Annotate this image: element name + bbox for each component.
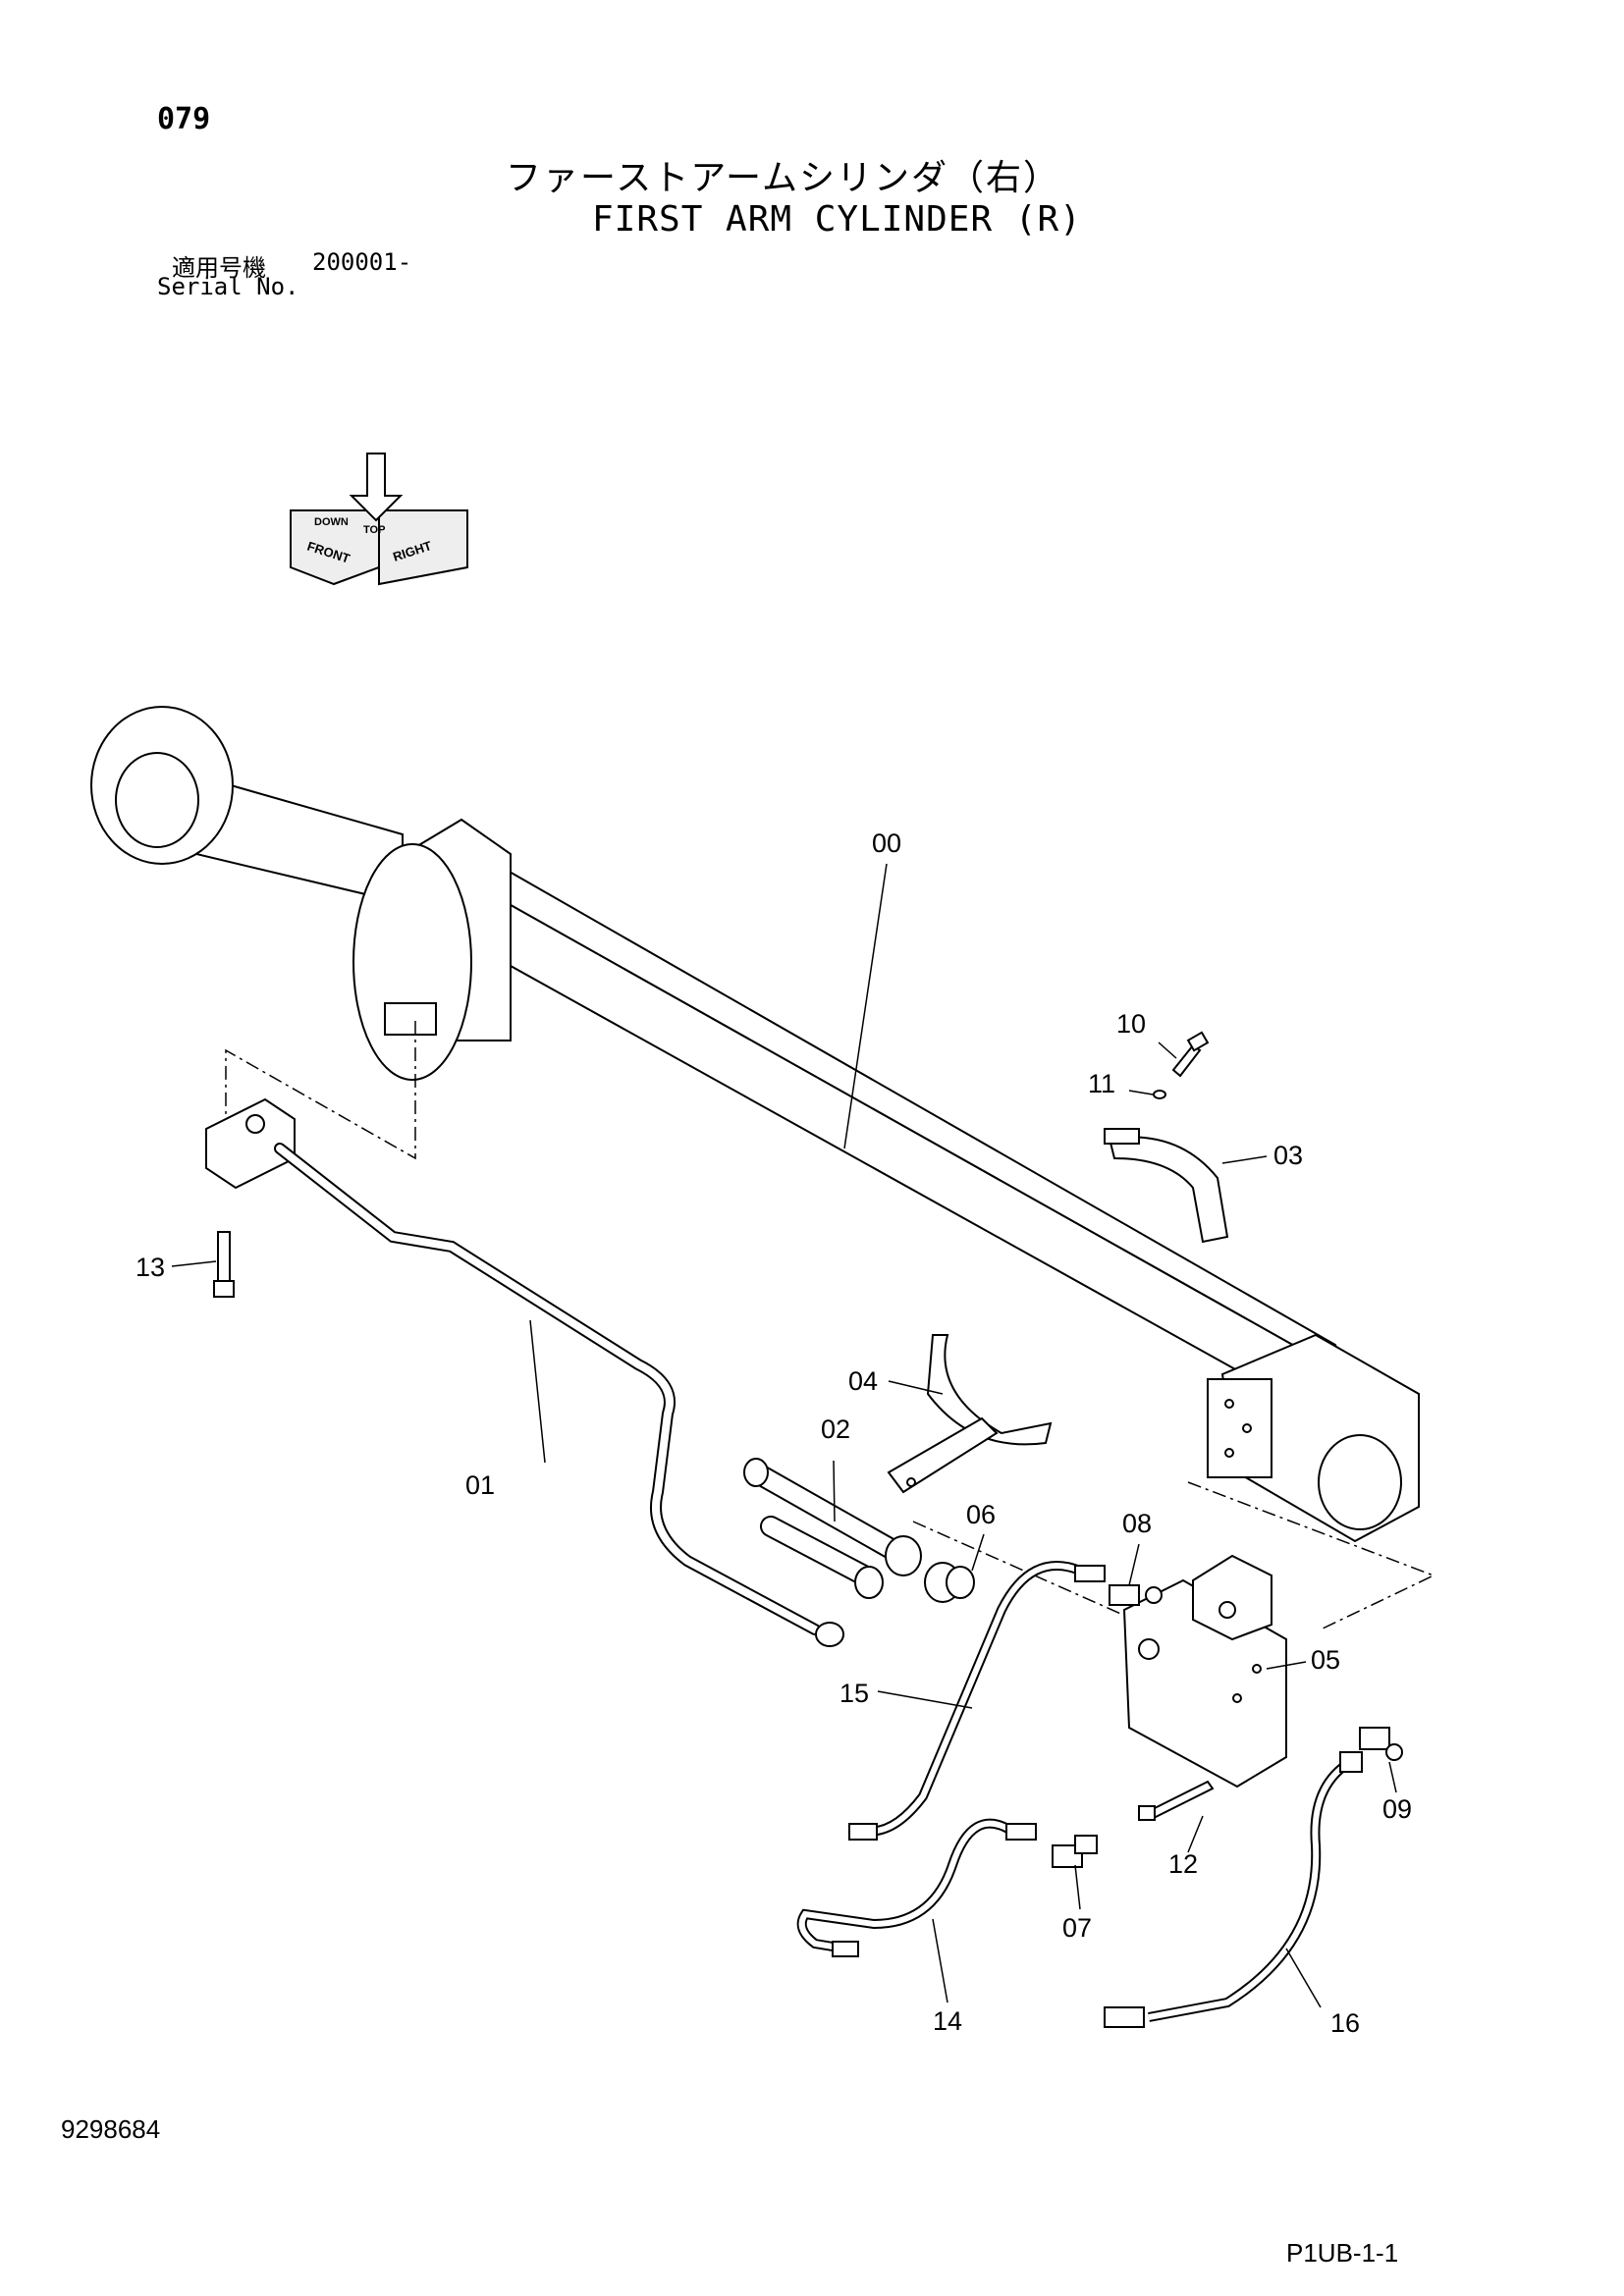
- washer-11: [1153, 1090, 1166, 1099]
- arrow-up-icon: [349, 453, 404, 522]
- pipe-body: [274, 1143, 821, 1635]
- bolt-13: [213, 1231, 235, 1298]
- bolt-10: [1171, 1031, 1210, 1078]
- band-03: [1104, 1128, 1229, 1244]
- fitting-08: [1109, 1584, 1163, 1606]
- callout-labels: 00 01 02 03 04 05 06 07 08 09 10 11 12 1…: [135, 828, 1412, 2038]
- mounting-hole: [1224, 1448, 1234, 1458]
- title-english: FIRST ARM CYLINDER (R): [592, 199, 1082, 240]
- orientation-label-down: DOWN: [314, 516, 349, 528]
- orientation-cube-right: [378, 509, 468, 586]
- hose-15: [848, 1561, 1106, 1841]
- page-number: 079: [157, 102, 211, 136]
- rod-eye-hole: [115, 752, 199, 848]
- callout-12: 12: [1168, 1849, 1198, 1879]
- valve-05: [1122, 1554, 1287, 1789]
- flange-port: [245, 1114, 265, 1134]
- hose-16: [1104, 1751, 1363, 2028]
- fitting-07: [1052, 1835, 1098, 1868]
- hose-14: [796, 1818, 1037, 1957]
- serial-label-english: Serial No.: [157, 273, 299, 300]
- title-japanese: ファーストアームシリンダ（右）: [506, 158, 1060, 198]
- cylinder-bottom-eye-hole: [1318, 1434, 1402, 1530]
- callout-09: 09: [1382, 1794, 1412, 1824]
- orientation-cube-left: [290, 509, 380, 586]
- cylinder-head-face: [352, 843, 472, 1081]
- document-number: 9298684: [61, 2114, 161, 2144]
- page-code: P1UB-1-1: [1286, 2238, 1399, 2268]
- pipe-01: [205, 1097, 844, 1647]
- cylinder-assembly: [90, 706, 1420, 1543]
- bolt-12: [1138, 1780, 1215, 1821]
- callout-03: 03: [1273, 1141, 1303, 1170]
- callout-11: 11: [1088, 1069, 1115, 1098]
- adapter-06: [924, 1562, 975, 1603]
- serial-number-value: 200001-: [312, 248, 412, 276]
- callout-06: 06: [966, 1500, 996, 1529]
- callout-07: 07: [1062, 1913, 1092, 1943]
- band-04: [887, 1334, 1053, 1494]
- callout-10: 10: [1116, 1009, 1146, 1039]
- callout-15: 15: [839, 1679, 869, 1708]
- pipe-end-fitting: [815, 1622, 844, 1647]
- valve-mounting-pad: [1207, 1378, 1272, 1478]
- head-port-pad: [384, 1002, 437, 1036]
- serial-label-japanese: 適用号機: [172, 254, 266, 282]
- callout-13: 13: [135, 1253, 165, 1282]
- hose-02: [743, 1458, 922, 1599]
- callout-05: 05: [1311, 1645, 1340, 1675]
- mounting-hole: [1242, 1423, 1252, 1433]
- mounting-hole: [1224, 1399, 1234, 1409]
- callout-leaders: [171, 863, 1397, 2008]
- callout-01: 01: [465, 1470, 495, 1500]
- callout-04: 04: [848, 1366, 878, 1396]
- callout-14: 14: [933, 2006, 962, 2036]
- orientation-label-top: TOP: [363, 524, 385, 536]
- callout-16: 16: [1330, 2008, 1360, 2038]
- cylinder-barrel-top: [459, 841, 1347, 1377]
- orientation-icon: FRONT RIGHT TOP DOWN: [290, 453, 468, 586]
- callout-08: 08: [1122, 1509, 1152, 1538]
- callout-00: 00: [872, 828, 901, 858]
- fitting-09: [1359, 1727, 1403, 1761]
- callout-02: 02: [821, 1415, 850, 1444]
